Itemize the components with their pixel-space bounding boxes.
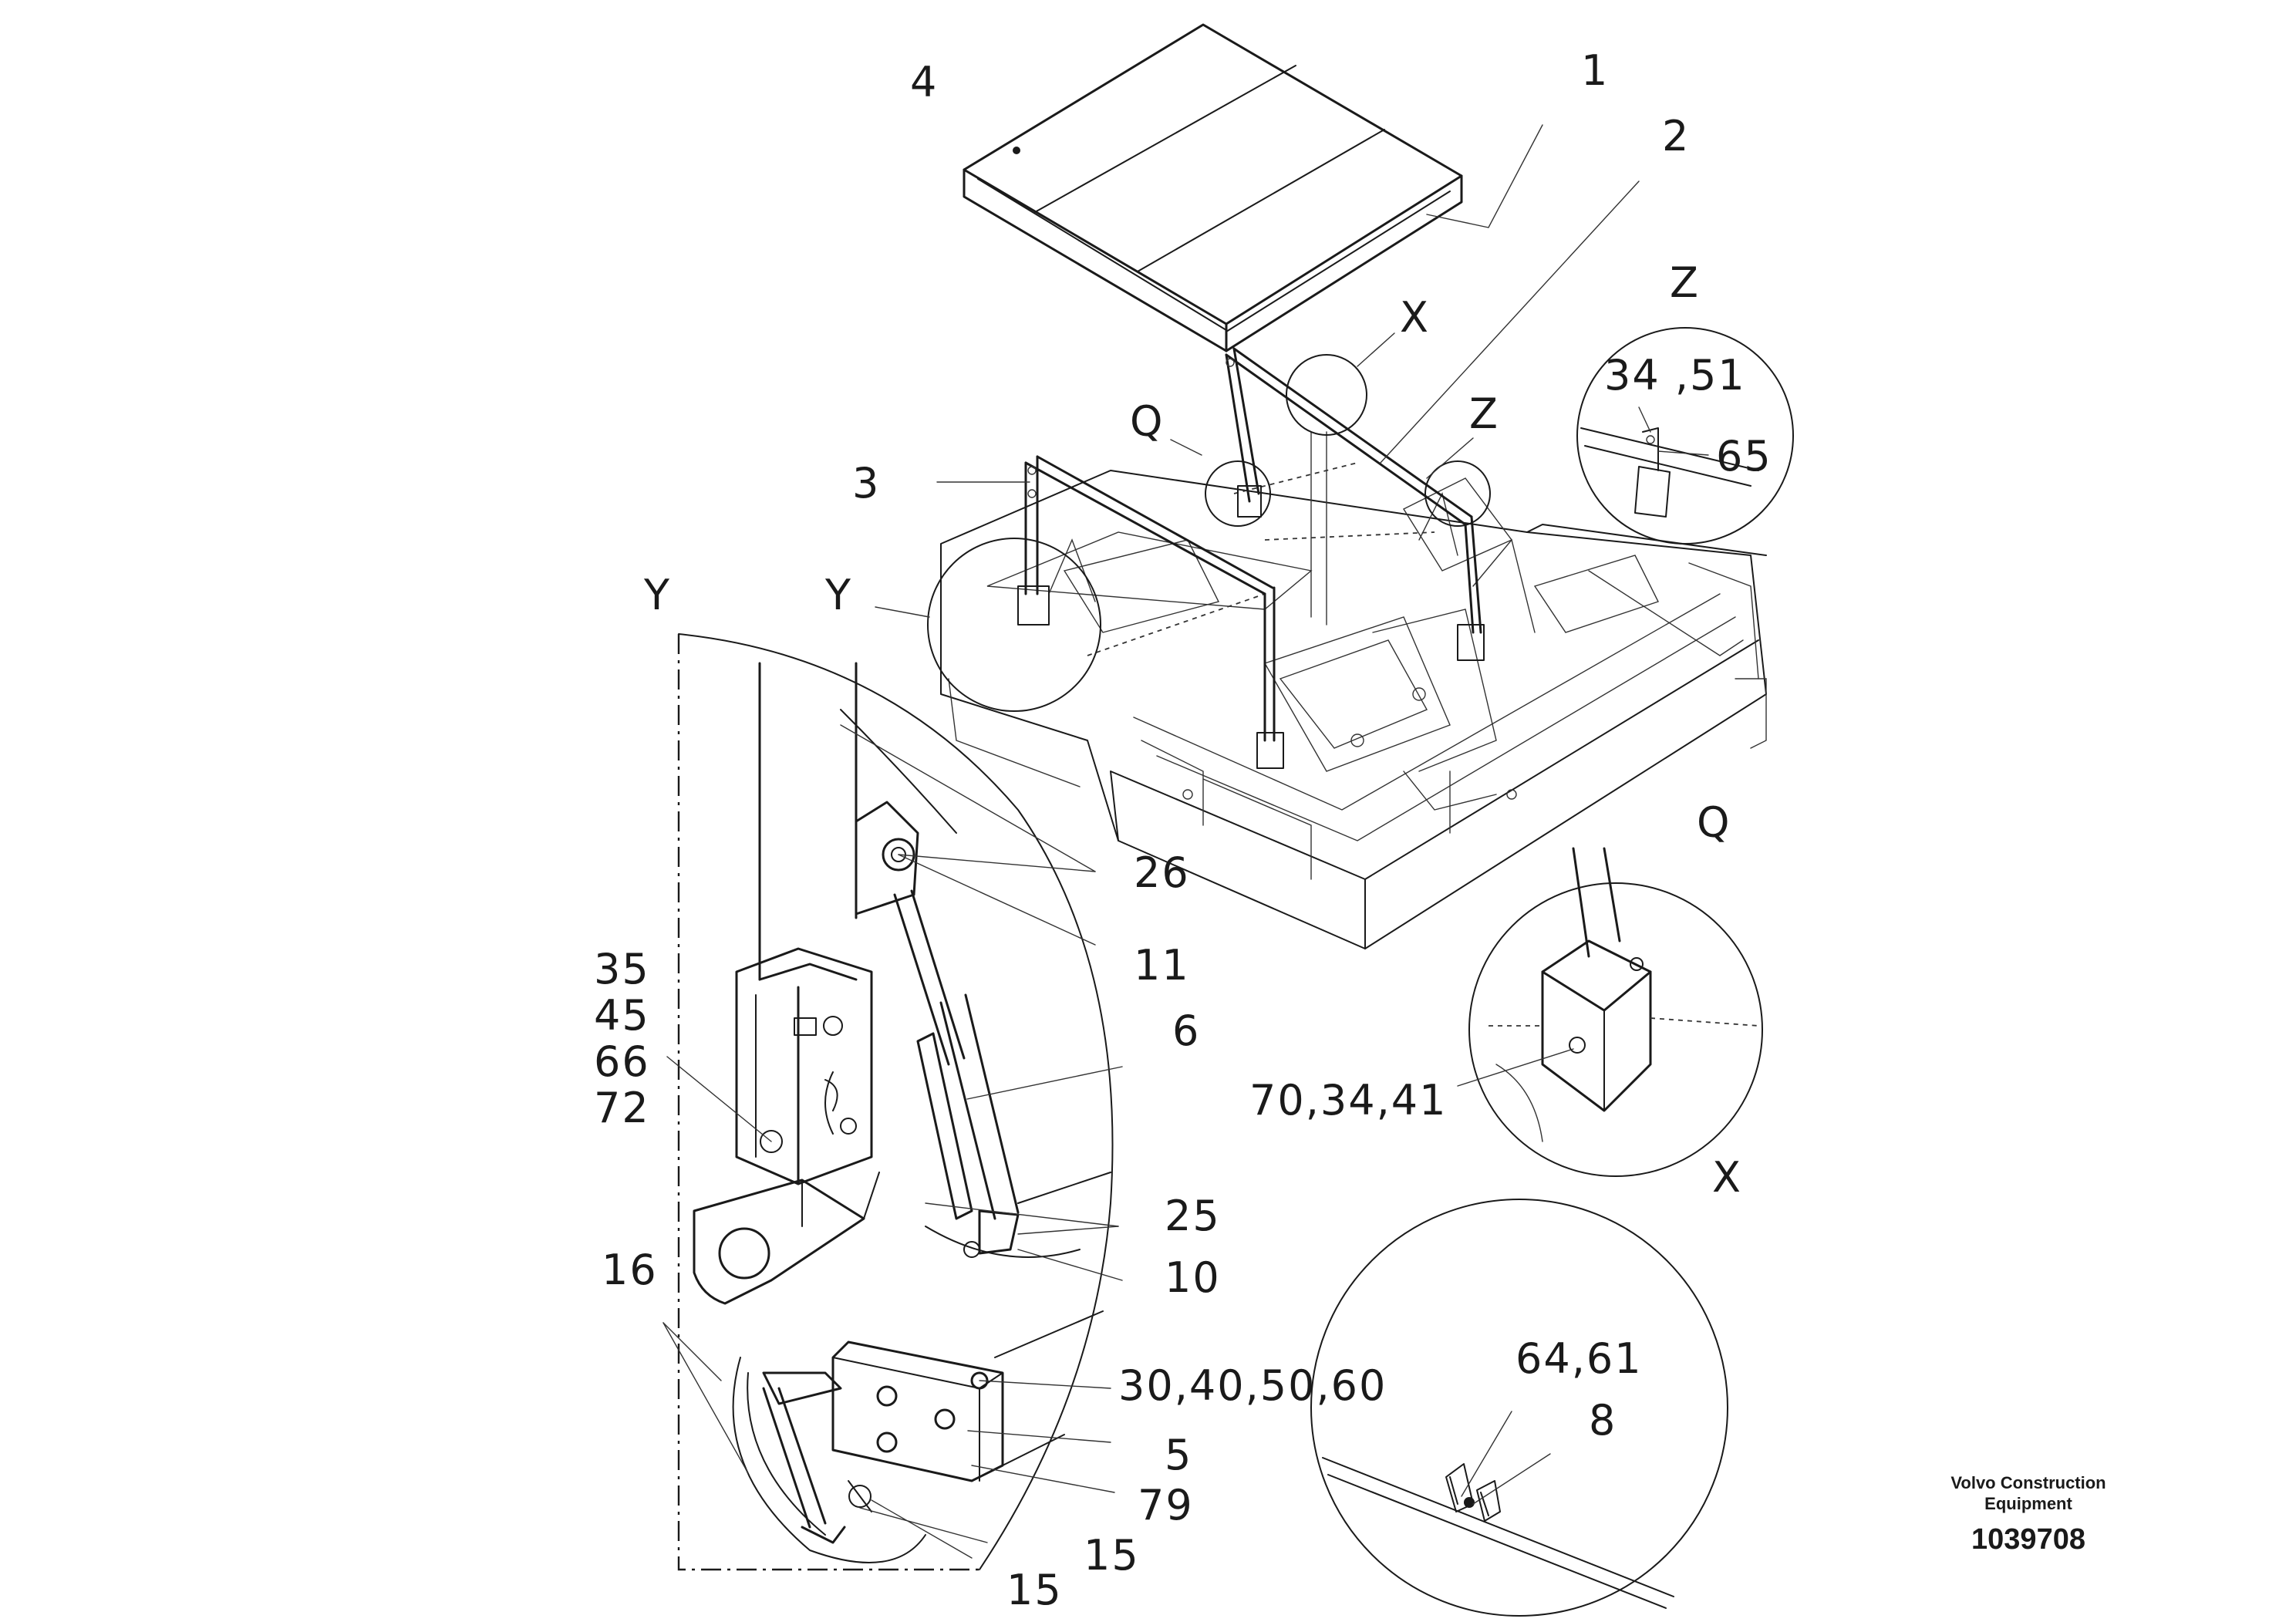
machine-frame xyxy=(940,431,1767,949)
detail-y xyxy=(677,633,1114,1571)
label-6: 6 xyxy=(1172,1007,1200,1055)
label-1: 1 xyxy=(1581,46,1609,95)
label-2: 2 xyxy=(1662,112,1690,160)
label-64-61: 64,61 xyxy=(1515,1334,1643,1383)
callout-labels: 4 1 2 X Z Z 34 ,51 65 Q 3 Y Y 26 11 35 4… xyxy=(594,46,1772,1614)
brand-line-2: Equipment xyxy=(1984,1494,2072,1513)
detail-circle-x xyxy=(1286,354,1367,436)
label-z: Z xyxy=(1469,389,1499,438)
document-number: 1039708 xyxy=(1971,1523,2085,1556)
rops-front-frame xyxy=(1017,455,1284,769)
label-11: 11 xyxy=(1134,941,1190,990)
label-z-detail: Z xyxy=(1670,258,1700,307)
label-5: 5 xyxy=(1165,1431,1192,1479)
label-x: X xyxy=(1400,293,1430,342)
label-8: 8 xyxy=(1589,1396,1617,1445)
detail-q xyxy=(1468,847,1763,1177)
label-65: 65 xyxy=(1716,432,1772,481)
label-25: 25 xyxy=(1165,1192,1221,1240)
label-x-detail: X xyxy=(1712,1153,1742,1202)
label-4: 4 xyxy=(910,58,938,106)
label-15-b: 15 xyxy=(1006,1566,1063,1614)
detail-x xyxy=(1310,1199,1728,1617)
label-y-detail: Y xyxy=(643,571,671,619)
label-30-40-50-60: 30,40,50,60 xyxy=(1118,1361,1387,1410)
label-66: 66 xyxy=(594,1037,650,1086)
label-70-34-41: 70,34,41 xyxy=(1249,1076,1447,1125)
label-34-51: 34 ,51 xyxy=(1604,351,1746,400)
label-72: 72 xyxy=(594,1084,650,1132)
label-3: 3 xyxy=(852,459,880,508)
roof-panel xyxy=(963,23,1463,352)
label-45: 45 xyxy=(594,991,650,1040)
label-15-a: 15 xyxy=(1084,1531,1140,1580)
label-10: 10 xyxy=(1165,1253,1221,1302)
label-35: 35 xyxy=(594,945,650,993)
label-q-detail: Q xyxy=(1697,798,1731,847)
label-q: Q xyxy=(1130,397,1165,446)
leader-lines xyxy=(663,124,1709,1559)
label-16: 16 xyxy=(602,1246,658,1294)
brand-block: Volvo Construction Equipment 1039708 xyxy=(1950,1473,2106,1556)
detail-circle-y xyxy=(927,538,1101,712)
brand-line-1: Volvo Construction xyxy=(1950,1473,2106,1492)
label-26: 26 xyxy=(1134,848,1190,897)
label-y: Y xyxy=(824,571,852,619)
detail-z xyxy=(1576,327,1794,545)
detail-circle-q xyxy=(1205,460,1271,527)
label-79: 79 xyxy=(1138,1481,1194,1529)
detail-circle-z xyxy=(1424,460,1491,527)
